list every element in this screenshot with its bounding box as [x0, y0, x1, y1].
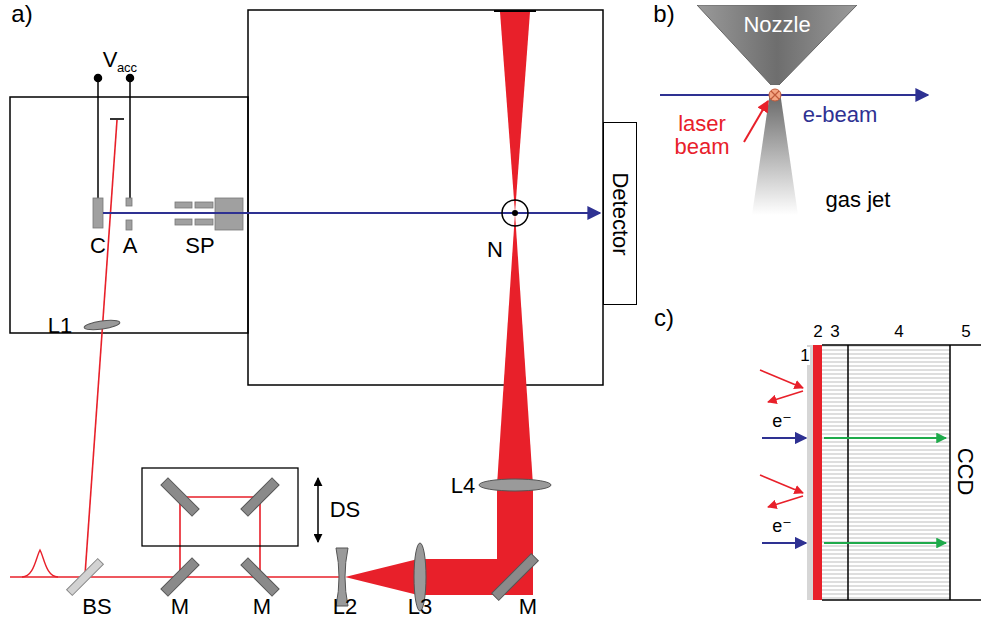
delay-stage [142, 468, 298, 546]
electron-gun [175, 202, 192, 208]
nozzle-outline [697, 5, 857, 85]
beam-label: e-beam [803, 103, 878, 126]
node-label: Nozzle [743, 12, 810, 38]
part-name: BS [82, 595, 111, 618]
laser-arrow [744, 101, 768, 142]
laser-arrows [760, 475, 803, 493]
electron-gun [195, 219, 213, 225]
interaction-point [512, 210, 518, 216]
end-mirror [494, 10, 536, 12]
electron-gun [93, 198, 103, 228]
detector-layers [807, 345, 981, 600]
focused-beam [345, 12, 533, 595]
layer-number: 1 [800, 347, 809, 365]
voltage-leads [97, 79, 99, 198]
detector-layers [847, 345, 849, 600]
ccd-label: CCD [954, 448, 977, 496]
mirror [161, 558, 199, 596]
uv-laser-path [84, 119, 124, 575]
part-name: DS [330, 498, 361, 521]
layer-number: 4 [894, 323, 903, 341]
nozzle-shape: Nozzle [697, 5, 857, 85]
panel-letter: b) [653, 1, 674, 26]
vacuum-chamber [10, 97, 248, 333]
lens [479, 479, 551, 491]
mirror [161, 478, 538, 600]
panel-letter: a) [11, 1, 32, 26]
delay-arrow [317, 478, 319, 542]
electron-arrows [762, 542, 806, 544]
uv-laser-path [84, 319, 121, 332]
detector-layers [822, 345, 981, 600]
interaction-point [502, 200, 528, 226]
laser-arrows [768, 496, 803, 507]
electron-arrows [762, 437, 806, 439]
laser-arrows [768, 391, 803, 402]
laser-arrows [760, 370, 803, 388]
electron-label: e⁻ [772, 412, 792, 431]
part-name: M [171, 595, 189, 618]
part-name: L1 [48, 314, 72, 337]
part-name: M [253, 595, 271, 618]
light-arrows [824, 438, 946, 543]
focused-beam [500, 12, 530, 213]
interaction-point [502, 200, 528, 226]
detector-layers [822, 345, 950, 600]
electron-beam [103, 212, 600, 214]
part-name: SP [185, 234, 214, 257]
mirror [241, 478, 279, 516]
lens [336, 479, 551, 611]
mirror [241, 558, 279, 596]
part-name: C [90, 234, 106, 257]
part-name: L2 [333, 595, 357, 618]
voltage-leads [95, 75, 134, 199]
light-arrows [824, 437, 946, 439]
detector-layers [822, 599, 981, 601]
part-name: L4 [451, 474, 475, 497]
laser-beam-symbol [771, 91, 779, 99]
gas-label: gas jet [826, 188, 891, 211]
electron-arrows [762, 438, 806, 543]
voltage-subscript: acc [117, 61, 137, 75]
mirror [492, 554, 539, 601]
electron-gun [175, 219, 192, 225]
gas-jet [752, 92, 798, 215]
uv-laser-path [110, 118, 124, 120]
detector-layers [949, 345, 951, 600]
part-name: L3 [408, 595, 432, 618]
uv-laser-path [85, 120, 117, 575]
vacuum-chamber [248, 10, 603, 385]
detector-box: Detector [603, 122, 637, 305]
light-arrows [824, 542, 946, 544]
voltage-symbol: V [103, 48, 118, 71]
voltage-leads [129, 79, 131, 198]
node-label: Detector [607, 172, 633, 255]
mirror [161, 478, 199, 516]
layer-number: 2 [813, 323, 822, 341]
electron-gun [195, 202, 213, 208]
part-name: A [123, 234, 138, 257]
beam-label: laser beam [672, 112, 732, 158]
detector-layers [813, 345, 822, 600]
layer-number: 3 [830, 323, 839, 341]
layer-number: 5 [961, 323, 970, 341]
electron-beam [660, 94, 928, 96]
panel-letter: c) [654, 305, 674, 330]
focused-beam [345, 559, 418, 595]
detector-layers [822, 344, 981, 346]
beam-splitter [67, 559, 104, 596]
laser-beam-symbol [769, 89, 781, 101]
part-name: N [487, 238, 503, 261]
pump-laser-path [10, 497, 345, 577]
voltage-leads [95, 75, 102, 82]
voltage-leads [127, 75, 134, 82]
detector-layers [807, 345, 813, 600]
pump-laser-path [22, 550, 58, 577]
laser-beam-symbol [769, 89, 781, 101]
electron-label: e⁻ [772, 517, 792, 536]
electron-gun [126, 198, 132, 206]
electron-gun [126, 220, 132, 230]
part-name: M [519, 595, 537, 618]
